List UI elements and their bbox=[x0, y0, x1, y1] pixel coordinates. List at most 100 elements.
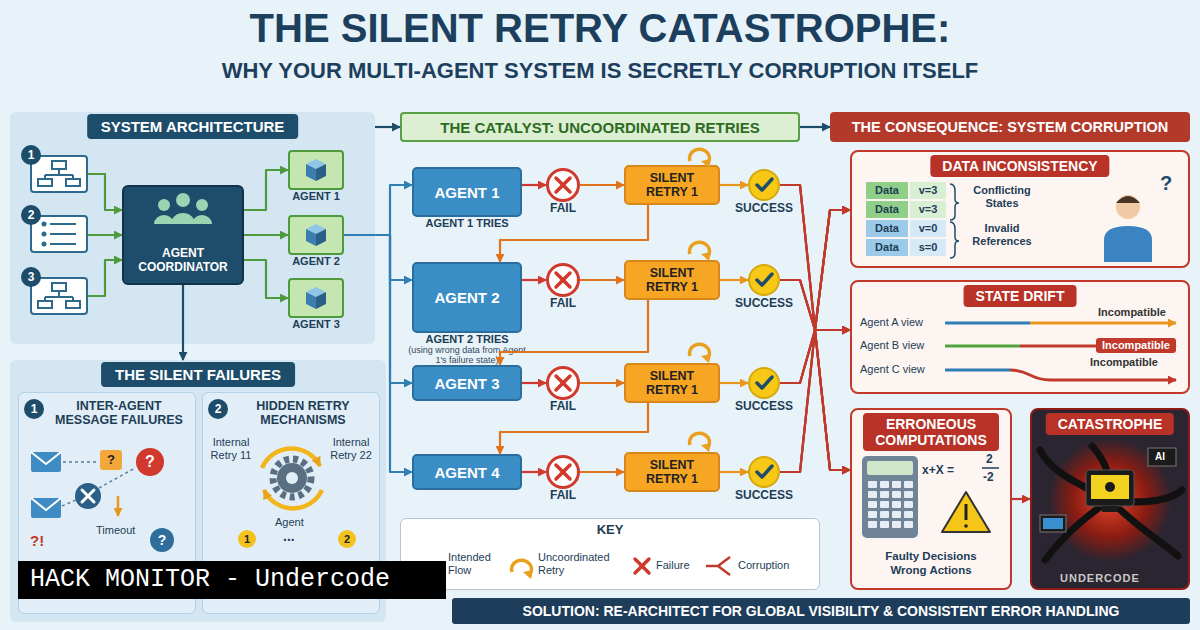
bracket bbox=[950, 184, 959, 258]
drift-line bbox=[945, 323, 1176, 380]
node-label: SILENT RETRY 1 bbox=[632, 171, 712, 200]
success-check bbox=[757, 377, 772, 388]
node-label: AGENT 1 bbox=[276, 190, 356, 202]
node-label: AGENT 2 bbox=[276, 255, 356, 267]
node-label: SILENT RETRY 1 bbox=[632, 266, 712, 295]
label: Internal Retry 11 bbox=[206, 436, 256, 461]
list-bullet bbox=[42, 222, 47, 247]
node-label: AGENT 3 bbox=[276, 318, 356, 330]
bracket bbox=[950, 222, 959, 258]
people-icon bbox=[176, 193, 190, 207]
agent-cube bbox=[306, 159, 326, 309]
people-icon bbox=[154, 215, 174, 224]
retry-icon bbox=[689, 242, 711, 261]
people-icon bbox=[192, 215, 212, 224]
catastrophe-art bbox=[1040, 438, 1182, 562]
caption-group: FAIL bbox=[528, 399, 598, 413]
node-label: SILENT RETRY 1 bbox=[632, 369, 712, 398]
warning-icon bbox=[965, 504, 968, 520]
success-circle: SUCCESS bbox=[748, 264, 780, 296]
catastrophe-art bbox=[1086, 470, 1134, 506]
caption-group: SUCCESS bbox=[729, 201, 799, 215]
fail-mark bbox=[556, 465, 570, 479]
label: UNDERCODE bbox=[1060, 572, 1140, 584]
node-label: 3 bbox=[21, 267, 41, 287]
connector bbox=[1012, 498, 1030, 500]
connector bbox=[780, 185, 850, 330]
people-icon bbox=[154, 193, 212, 224]
connector bbox=[780, 280, 850, 470]
node-label: SUCCESS bbox=[729, 201, 799, 215]
retry-gear-art bbox=[286, 472, 298, 484]
connector bbox=[720, 471, 748, 473]
node-label: SUCCESS bbox=[729, 296, 799, 310]
drift-line bbox=[1030, 322, 1176, 325]
label: Incompatible bbox=[1098, 306, 1166, 318]
legend-sample bbox=[635, 559, 649, 573]
label: Agent bbox=[275, 516, 304, 528]
connector bbox=[522, 184, 546, 186]
node-label: AGENT 3 bbox=[434, 375, 499, 392]
input-icon bbox=[38, 283, 80, 308]
caption-group: FAIL bbox=[528, 488, 598, 502]
confused-person bbox=[1116, 195, 1140, 219]
label: x+X = bbox=[922, 463, 954, 477]
connector bbox=[522, 471, 546, 473]
connector bbox=[780, 210, 850, 383]
success-check bbox=[757, 274, 772, 285]
connector bbox=[500, 300, 648, 365]
node-label: SUCCESS bbox=[729, 488, 799, 502]
connector bbox=[244, 234, 288, 236]
label: AI bbox=[1155, 451, 1165, 462]
connector bbox=[375, 126, 400, 128]
caption-group: SUCCESS bbox=[729, 399, 799, 413]
success-circle: SUCCESS bbox=[748, 456, 780, 488]
label: Agent B view bbox=[860, 339, 924, 351]
retry-icon bbox=[689, 433, 711, 452]
node-label: SYSTEM ARCHITECTURE bbox=[87, 114, 299, 139]
retry-gear-art bbox=[262, 448, 320, 468]
connector bbox=[344, 235, 412, 280]
connector bbox=[780, 185, 850, 330]
list-bullet bbox=[42, 222, 47, 227]
legend-label: Corruption bbox=[738, 559, 789, 571]
retry-gear-art bbox=[273, 459, 311, 497]
retry-box: SILENT RETRY 1 bbox=[624, 165, 720, 205]
node-label: DATA INCONSISTENCY bbox=[930, 155, 1109, 177]
people-icon bbox=[196, 199, 208, 211]
catastrophe-art bbox=[1148, 448, 1176, 466]
node-label: SILENT RETRY 1 bbox=[632, 458, 712, 487]
label: Data bbox=[866, 182, 908, 199]
connector bbox=[580, 184, 624, 186]
list-bullet bbox=[42, 232, 47, 237]
legend-sample bbox=[706, 557, 730, 575]
caption-group: FAIL bbox=[528, 296, 598, 310]
catastrophe-art bbox=[1040, 446, 1182, 560]
calculator-icon bbox=[862, 456, 918, 538]
node-label: 2 bbox=[21, 205, 41, 225]
connector bbox=[720, 382, 748, 384]
connector bbox=[522, 382, 546, 384]
legend-label: Uncoordinated Retry bbox=[538, 551, 618, 576]
node-label: THE SILENT FAILURES bbox=[101, 362, 295, 387]
node-label: AGENT 2 bbox=[434, 289, 499, 306]
drift-line bbox=[1010, 370, 1176, 380]
caption-group: AGENT 2 bbox=[276, 255, 356, 267]
label: Internal Retry 22 bbox=[326, 436, 376, 461]
label: ? bbox=[1160, 172, 1172, 195]
retry-box: SILENT RETRY 1 bbox=[624, 260, 720, 300]
section-header: THE CATALYST: UNCOORDINATED RETRIES bbox=[400, 112, 800, 142]
node-label: AGENT 1 bbox=[434, 184, 499, 201]
connector bbox=[720, 184, 748, 186]
label: Conflicting States bbox=[966, 184, 1038, 209]
input-icon bbox=[66, 179, 80, 186]
message-failure-art bbox=[82, 490, 94, 502]
node-label: INTER-AGENT MESSAGE FAILURES bbox=[49, 399, 189, 428]
legend-sample bbox=[511, 560, 533, 579]
connector bbox=[780, 210, 850, 330]
bracket bbox=[950, 184, 959, 220]
legend-label: Failure bbox=[656, 559, 690, 571]
message-failure-art bbox=[31, 452, 61, 472]
label: WHY YOUR MULTI-AGENT SYSTEM IS SECRETLY … bbox=[0, 58, 1200, 84]
